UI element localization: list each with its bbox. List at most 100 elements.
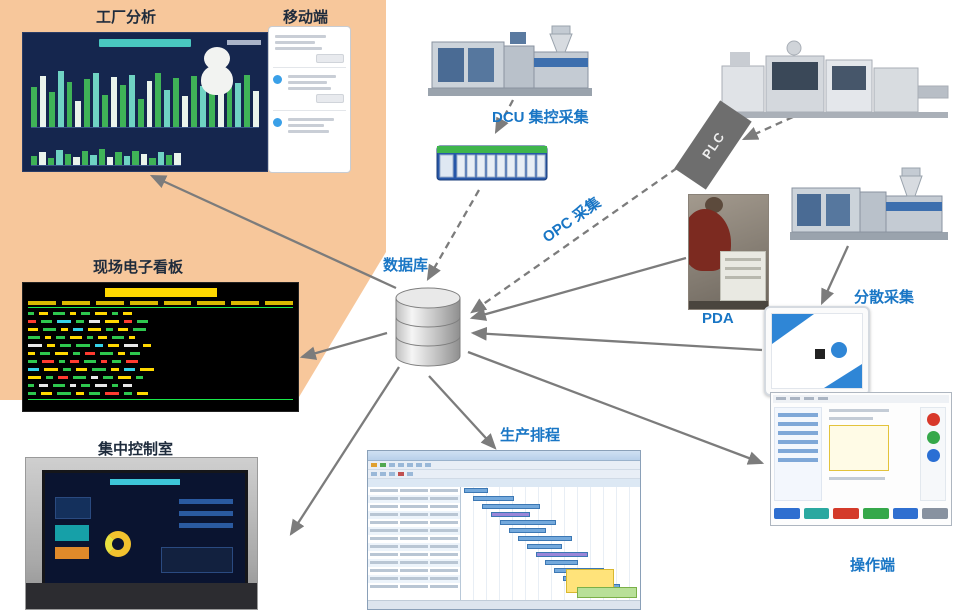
chart-bar [102,95,109,127]
text-line-placeholder [400,529,428,532]
kanban-cell [112,336,124,339]
gantt-table-row [368,559,460,567]
tablet-image [764,306,870,396]
list-row-placeholder [778,449,818,453]
kanban-row [28,318,293,325]
toolbar-icon [398,463,404,467]
control-room-photo [25,457,258,610]
text-line-placeholder [430,577,458,580]
kanban-cell [118,328,128,331]
kanban-cell [124,392,132,395]
deco-line [725,258,761,261]
kanban-separator [28,399,293,400]
arrow-dcu-to-database [426,189,480,281]
kanban-cell [105,392,119,395]
database-label: 数据库 [383,257,429,274]
kanban-cell [89,320,100,323]
plc-text: PLC [698,128,728,162]
gantt-bar-row [461,559,640,567]
kanban-cell [130,352,140,355]
chart-bar [64,153,72,165]
kanban-header-cell [28,301,56,305]
list-row-placeholder [778,422,818,426]
control-room-screen-title [110,479,180,485]
arrow-tablet-to-database [470,326,763,352]
kanban-grid [28,310,293,397]
chart-bar [115,152,122,165]
text-line-placeholder [400,537,428,540]
gantt-bar [518,536,572,541]
kanban-cell [95,312,107,315]
kanban-cell [89,392,100,395]
injection-machine-top-image [424,16,596,100]
chart-bar [119,84,126,127]
chart-bar [31,87,37,127]
text-line-placeholder [430,513,458,516]
arrow-database-to-gantt [428,375,497,450]
text-line-placeholder [400,569,428,572]
gantt-table-row [368,527,460,535]
chart-bar [81,151,89,165]
kanban-header-cell [265,301,293,305]
kanban-cell [39,384,48,387]
factory-analysis-screenshot [22,32,268,172]
text-line-placeholder [288,118,334,121]
kanban-cell [45,336,51,339]
kanban-label: 现场电子看板 [93,259,184,276]
text-line-placeholder [400,521,428,524]
gantt-toolbar-2 [368,470,640,479]
text-line-placeholder [370,545,398,548]
deco-line [725,267,761,270]
mascot-body [201,65,233,95]
chart-bar [132,150,139,165]
kanban-cell [28,376,41,379]
deco-line [829,477,885,480]
dashboard-title-bar [99,39,191,47]
operator-button [922,508,949,519]
text-line-placeholder [430,545,458,548]
gantt-table-row [368,495,460,503]
chart-bar [84,79,91,127]
kanban-cell [118,376,131,379]
kanban-cell [59,360,65,363]
text-line-placeholder [400,561,428,564]
gantt-table-row [368,551,460,559]
text-line-placeholder [370,561,398,564]
operator-list-panel [774,407,822,501]
kanban-cell [28,392,36,395]
kanban-row [28,374,293,381]
text-line-placeholder [430,497,458,500]
operator-button [774,508,800,519]
toolbar-icon [416,463,422,467]
deco-line [829,417,873,420]
gantt-toolbar [368,461,640,470]
text-line-placeholder [275,35,327,38]
screen-widget [161,547,233,573]
chart-bar [66,82,73,127]
gantt-bar-row [461,527,640,535]
gantt-bar-row [461,511,640,519]
text-line-placeholder [400,489,428,492]
mobile-list-item [273,110,346,139]
kanban-cell [60,344,71,347]
kanban-cell [42,360,54,363]
kanban-cell [123,312,132,315]
gantt-bar-row [461,551,640,559]
kanban-cell [124,320,132,323]
list-row-placeholder [778,440,818,444]
chart-bar [164,89,171,127]
chart-bar [157,151,164,165]
chart-bar [98,149,105,165]
gantt-bar-row [461,535,640,543]
chart-bar [235,83,242,127]
text-line-placeholder [370,577,398,580]
text-line-placeholder [370,505,398,508]
gantt-bar [527,544,562,549]
text-line-placeholder [430,569,458,572]
kanban-cell [81,312,90,315]
kanban-cell [41,392,52,395]
screen-widget [55,547,89,559]
kanban-cell [112,384,118,387]
operator-terminal-screenshot [770,392,952,526]
kanban-cell [143,344,151,347]
